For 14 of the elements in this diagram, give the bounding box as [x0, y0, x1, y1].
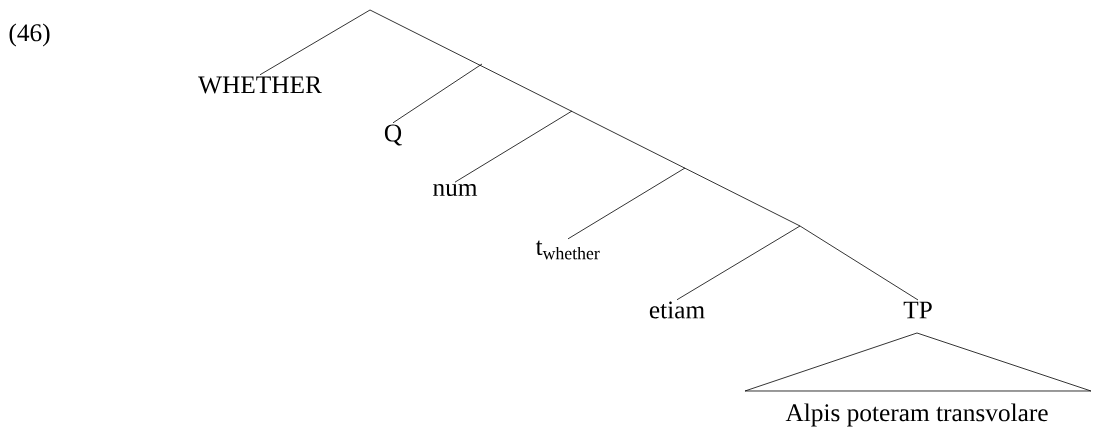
category-label: num [433, 183, 478, 197]
branch-line [259, 9, 371, 76]
category-label: Q [384, 124, 402, 146]
category-label: TP [903, 301, 932, 319]
example-number: (46) [9, 23, 50, 47]
category-label: t$_{whether}$ [535, 240, 600, 260]
branch-line [392, 63, 483, 124]
category-label: WHETHER [198, 76, 322, 94]
branch-line [567, 167, 686, 240]
branch-line [676, 225, 801, 301]
phrase-label: Alpis poteram transvolare [785, 403, 1048, 427]
branch-line [454, 110, 573, 183]
category-label: etiam [649, 301, 705, 319]
branch-line [799, 225, 919, 301]
